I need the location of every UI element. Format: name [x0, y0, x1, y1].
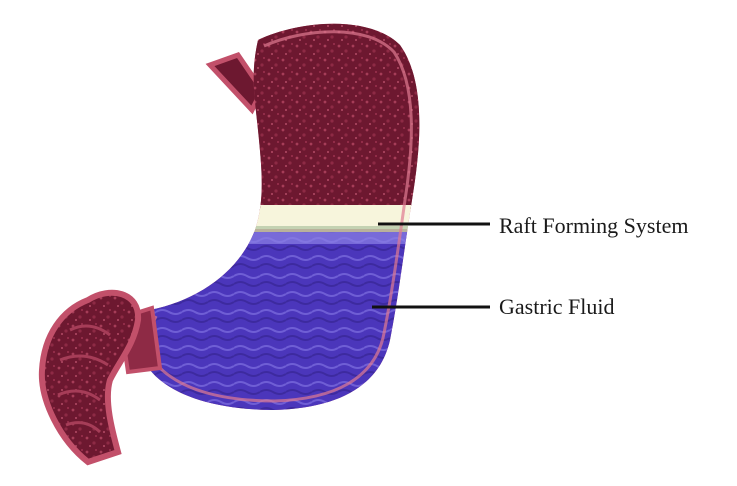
label-gastric-fluid: Gastric Fluid [499, 296, 615, 318]
label-raft-forming-system: Raft Forming System [499, 215, 688, 237]
stomach-interior [140, 10, 440, 210]
duodenum [42, 293, 138, 462]
